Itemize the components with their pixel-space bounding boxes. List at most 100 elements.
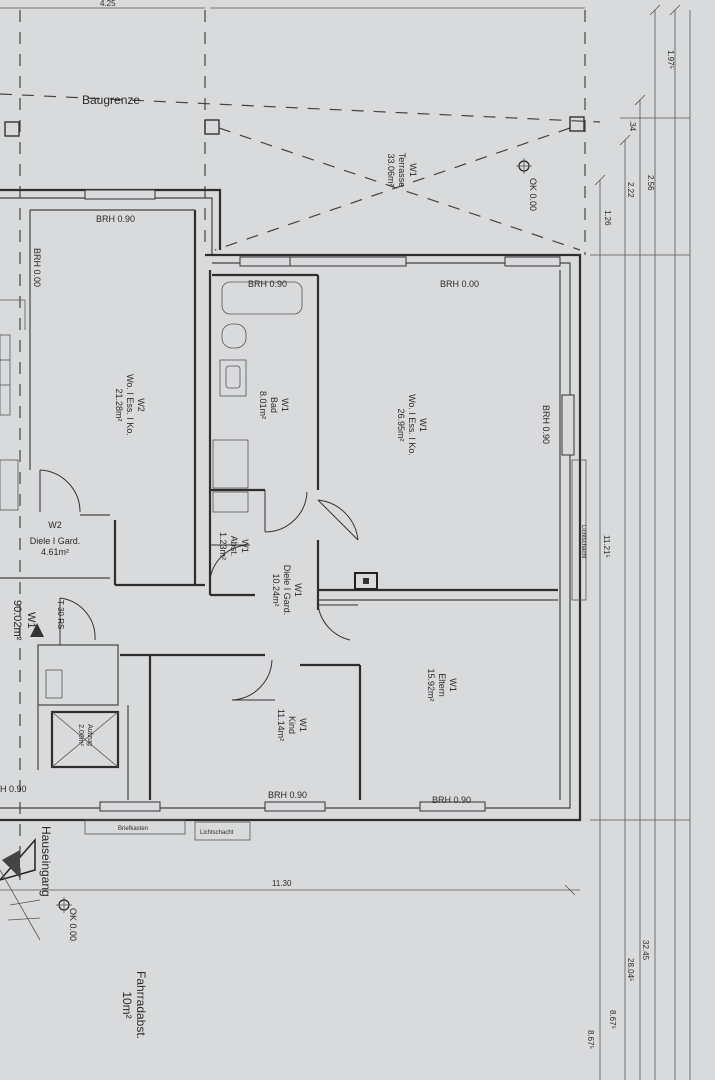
- abst-shelf: [212, 491, 249, 513]
- unit-w1-name: W1: [25, 612, 37, 629]
- room-label-kind: W1 Kind 11.14m²: [276, 709, 308, 741]
- dimension-lines-right: [590, 4, 691, 1080]
- level-marker-top: OK 0.00: [516, 158, 538, 211]
- apartment-w1: Lichtschacht: [0, 253, 587, 822]
- terrace-post: [4, 121, 20, 137]
- svg-text:10m²: 10m²: [120, 991, 134, 1018]
- dim-34: .34: [628, 120, 637, 132]
- svg-text:15.92m²: 15.92m²: [426, 668, 436, 701]
- brh-wohn-top: BRH 0.00: [440, 279, 479, 289]
- dim-2-56: 2.56: [646, 175, 655, 191]
- svg-text:Fahrradabst.: Fahrradabst.: [134, 971, 148, 1039]
- window: [99, 801, 161, 812]
- window: [264, 801, 326, 812]
- brh-w2-top: BRH 0.90: [96, 214, 135, 224]
- fahrrad-area-label: Fahrradabst. 10m²: [120, 971, 148, 1039]
- window: [289, 256, 407, 267]
- dim-11-21: 11.21⁵: [602, 535, 611, 558]
- baugrenze-label: Baugrenze: [82, 93, 140, 107]
- svg-text:Wo. I Ess. I Ko.: Wo. I Ess. I Ko.: [407, 394, 417, 456]
- window: [419, 801, 486, 812]
- svg-text:Abst.: Abst.: [229, 536, 239, 557]
- room-label-wohn-w2: W2 Wo. I Ess. I Ko. 21.28m²: [114, 374, 146, 436]
- brh-eltern-bottom: BRH 0.90: [432, 795, 471, 805]
- svg-text:Wo. I Ess. I Ko.: Wo. I Ess. I Ko.: [125, 374, 135, 436]
- bathtub: [221, 281, 303, 315]
- terrace-diagonal: [218, 127, 581, 251]
- svg-text:W1: W1: [408, 163, 418, 177]
- svg-text:11.30: 11.30: [272, 879, 292, 888]
- svg-text:W1: W1: [280, 398, 290, 412]
- svg-text:W1: W1: [240, 539, 250, 553]
- svg-text:Bad: Bad: [269, 397, 279, 413]
- svg-text:Terrasse: Terrasse: [397, 153, 407, 188]
- sink: [219, 359, 247, 397]
- svg-text:1.23m²: 1.23m²: [218, 532, 228, 560]
- dim-28-04: 28.04⁵: [626, 958, 635, 981]
- level-marker-bottom: OK 0.00: [56, 897, 78, 941]
- room-label-diele-w2: W2 Diele I Gard. 4.61m²: [30, 520, 81, 557]
- lichtschacht-bottom-label: Lichtschacht: [200, 830, 234, 836]
- dim-1-97: 1.97⁵: [666, 50, 675, 69]
- svg-text:Diele I Gard.: Diele I Gard.: [282, 565, 292, 616]
- svg-text:Kind: Kind: [287, 716, 297, 734]
- svg-text:10.24m²: 10.24m²: [271, 573, 281, 606]
- chimney: [354, 572, 378, 590]
- toilet: [221, 323, 247, 349]
- brh-wohn-right: BRH 0.90: [541, 405, 551, 444]
- svg-text:21.28m²: 21.28m²: [114, 388, 124, 421]
- door-bad: [264, 490, 308, 533]
- svg-text:11.14m²: 11.14m²: [276, 709, 286, 741]
- svg-text:26.95m²: 26.95m²: [396, 408, 406, 441]
- door-abst: [209, 544, 251, 581]
- kitchen-counter: [0, 334, 11, 416]
- door-eltern: [317, 604, 358, 641]
- room-label-abst: W1 Abst. 1.23m²: [218, 532, 250, 560]
- svg-text:4.61m²: 4.61m²: [41, 547, 69, 557]
- window: [239, 256, 293, 267]
- room-label-bad: W1 Bad 8.01m²: [258, 391, 290, 419]
- unit-w1-area: 90.02m²: [11, 600, 23, 641]
- door-kind: [231, 659, 275, 701]
- brh-kind-bottom: BRH 0.90: [268, 790, 307, 800]
- lichtschacht-right: [571, 459, 587, 601]
- stairwell: T-30 RS W1 90.02m² Aufzug 2.06m²: [11, 597, 129, 800]
- elevator: [50, 710, 120, 769]
- hauseingang-label: Hauseingang: [39, 826, 53, 897]
- svg-text:33.06m²: 33.06m²: [386, 153, 396, 186]
- dim-1-26: 1.26: [603, 210, 612, 226]
- svg-text:OK 0.00: OK 0.00: [68, 908, 78, 941]
- svg-text:W2: W2: [136, 398, 146, 412]
- shower: [212, 439, 249, 489]
- room-label-eltern: W1 Eltern 15.92m²: [426, 668, 458, 701]
- svg-text:Aufzug: Aufzug: [86, 724, 93, 746]
- kitchen-counter: [0, 459, 19, 511]
- brh-w2-left: BRH 0.00: [32, 248, 42, 287]
- room-label-terrasse: W1 Terrasse 33.06m²: [386, 153, 418, 188]
- terrace-post: [569, 116, 585, 132]
- svg-text:W1: W1: [298, 718, 308, 732]
- svg-text:W1: W1: [418, 418, 428, 432]
- dim-2-22: 2.22: [626, 182, 635, 198]
- dim-32-45: 32.45: [641, 940, 650, 961]
- unit-marker-icon: [30, 623, 44, 637]
- svg-text:W1: W1: [293, 583, 303, 597]
- apartment-w2: [0, 188, 222, 587]
- dimension-top-left: 4.25: [100, 0, 116, 8]
- terrace-diagonal: [214, 127, 571, 251]
- door-wohn: [317, 499, 359, 541]
- dim-8-67-a: 8.67⁵: [608, 1010, 617, 1029]
- entrance: Hauseingang: [0, 826, 53, 941]
- svg-text:OK 0.00: OK 0.00: [528, 178, 538, 211]
- t30-label: T-30 RS: [56, 600, 65, 629]
- lichtschacht-bottom: [194, 821, 251, 841]
- svg-text:Diele I Gard.: Diele I Gard.: [30, 536, 81, 546]
- brh-left-bottom: H 0.90: [0, 784, 27, 794]
- terrace-post: [204, 119, 220, 135]
- svg-text:8.01m²: 8.01m²: [258, 391, 268, 419]
- room-label-diele-w1: W1 Diele I Gard. 10.24m²: [271, 565, 303, 616]
- brh-bad-top: BRH 0.90: [248, 279, 287, 289]
- svg-text:Lichtschacht: Lichtschacht: [580, 525, 586, 559]
- window: [504, 256, 561, 267]
